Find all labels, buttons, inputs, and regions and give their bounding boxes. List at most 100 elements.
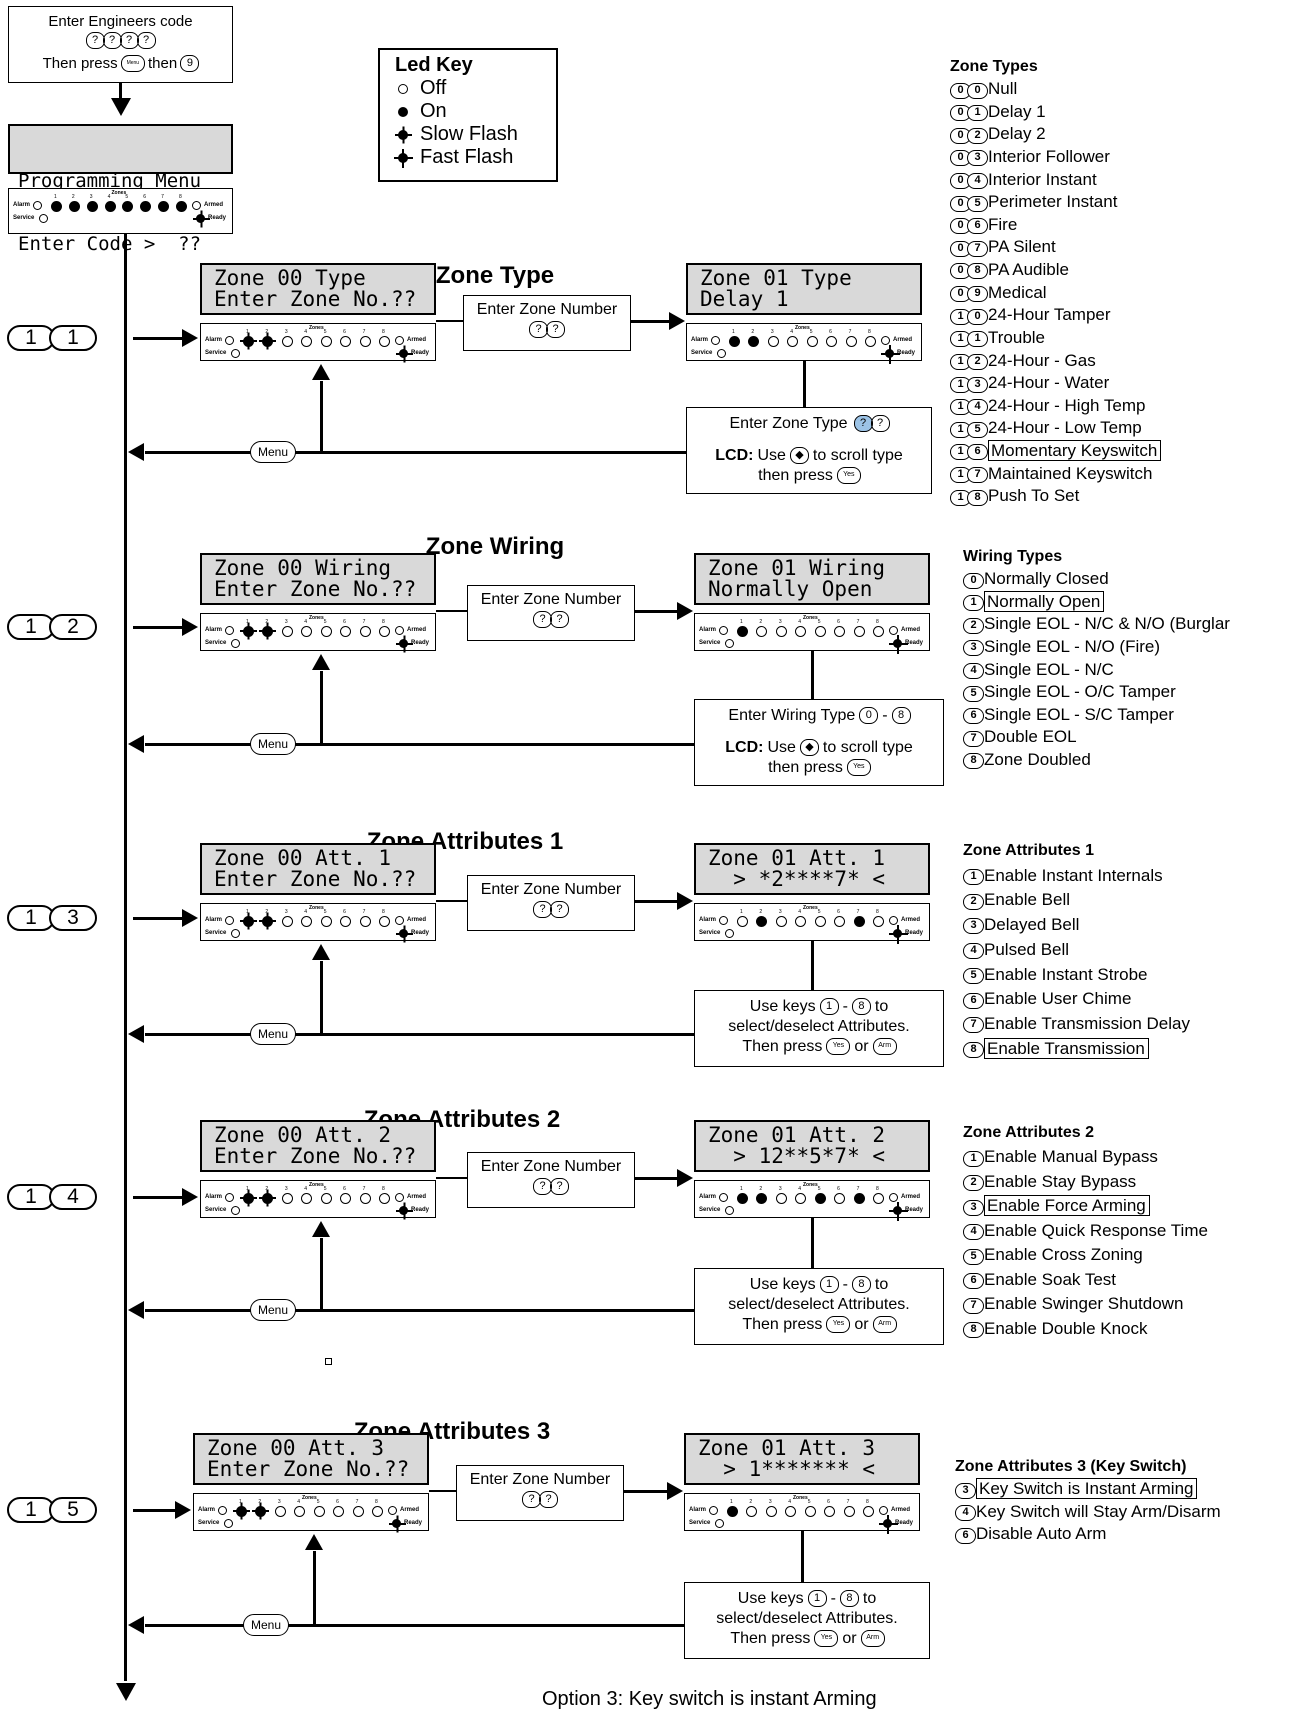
option-key-1[interactable]: 1 [7, 614, 55, 640]
zone-number: 6 [336, 1499, 339, 1505]
list-item-label: Enable Force Arming [984, 1195, 1150, 1217]
led-key-fast: Fast Flash [394, 146, 556, 169]
digit-key-icon: 7 [963, 730, 984, 747]
keypad-zones-label: Zones [309, 615, 324, 621]
arm-key-icon: Arm [872, 1316, 897, 1334]
option-key-1[interactable]: 1 [7, 325, 55, 351]
keypad-ready-label: Ready [404, 1520, 423, 1526]
keypad-armed-label: Armed [901, 1194, 921, 1200]
menu-key[interactable]: Menu [250, 441, 296, 463]
connector [436, 900, 467, 902]
alarm-led [33, 201, 42, 210]
keypad-zones-label: Zones [309, 905, 324, 911]
then-press-line: Then press Menu then 9 [9, 55, 232, 73]
list-item: 0606Fire [950, 214, 1161, 237]
key-one-icon: 1 [819, 998, 839, 1016]
zone-number: 6 [343, 619, 346, 625]
keypad-ready-label: Ready [208, 215, 227, 221]
zone-digit-key: ? [533, 611, 552, 629]
connector [811, 941, 814, 990]
zone-number-keys: ?? [468, 611, 634, 629]
list-item: 0404Interior Instant [950, 169, 1161, 192]
option-key-1[interactable]: 1 [7, 1184, 55, 1210]
keypad-armed-label: Armed [407, 1194, 427, 1200]
option-key-2[interactable]: 4 [49, 1184, 97, 1210]
option-key-2[interactable]: 2 [49, 614, 97, 640]
code-keys: 0 [963, 569, 984, 591]
zone-led-6 [834, 916, 846, 927]
option-key-1[interactable]: 1 [7, 1497, 55, 1523]
zone-led-3 [281, 626, 293, 637]
option-key-2[interactable]: 5 [49, 1497, 97, 1523]
option-key-1[interactable]: 1 [7, 905, 55, 931]
list-item: 121224-Hour - Gas [950, 350, 1161, 373]
list-item: 33Key Switch is Instant Arming [955, 1478, 1221, 1501]
digit-key-icon: 6 [967, 218, 988, 235]
zone-number: 4 [798, 1186, 802, 1192]
zone-digit-key: ? [546, 321, 565, 339]
zone-number: 2 [751, 329, 755, 335]
wiring-types-list: Wiring Types00Normally Closed11Normally … [963, 546, 1230, 772]
code-keys: 3 [963, 913, 984, 938]
menu-key[interactable]: Menu [250, 1299, 296, 1321]
return-up-arrow [312, 1221, 330, 1237]
zone-01-lcd: Zone 01 Att. 2 > 12**5*7* < [694, 1120, 930, 1172]
keypad-alarm-label: Alarm [699, 627, 717, 633]
zone-number: 8 [382, 1186, 385, 1192]
keypad-service-label: Service [699, 640, 721, 646]
list-item-label: 24-Hour - Low Temp [988, 418, 1142, 438]
code-keys: 8 [963, 1317, 984, 1341]
enter-zone-number-box: Enter Zone Number?? [467, 1152, 635, 1208]
zone-led-5 [320, 916, 332, 927]
zone-number: 7 [362, 329, 366, 335]
digit-key-icon: 4 [963, 943, 984, 960]
return-up-arrow [312, 654, 330, 670]
menu-key[interactable]: Menu [243, 1614, 289, 1636]
option-key-2[interactable]: 3 [49, 905, 97, 931]
list-item: 44Enable Quick Response Time [963, 1219, 1208, 1244]
alarm-led [719, 1193, 728, 1202]
zone-number: 4 [304, 1186, 308, 1192]
keypad-armed-label: Armed [901, 917, 921, 923]
keypad-alarm-label: Alarm [13, 202, 31, 208]
zone-led-8 [379, 626, 390, 637]
zone-led-4 [795, 916, 807, 927]
return-arrow-head [128, 1025, 144, 1043]
zone-number: 2 [759, 619, 763, 625]
option-key-2[interactable]: 1 [49, 325, 97, 351]
list-item-label: Maintained Keyswitch [988, 463, 1153, 483]
service-led [231, 639, 240, 648]
keypad-service-label: Service [205, 930, 227, 936]
list-item: 66Single EOL - S/C Tamper [963, 704, 1230, 727]
zone-led-3 [765, 1506, 777, 1517]
menu-key[interactable]: Menu [250, 1023, 296, 1045]
armed-led [395, 626, 404, 635]
connector [635, 1177, 678, 1180]
zone-number: 1 [740, 1186, 743, 1192]
keypad-zones-label: Zones [803, 615, 818, 621]
list-item-label: PA Silent [988, 237, 1056, 257]
list-item: 00Normally Closed [963, 568, 1230, 591]
zone-led-2 [252, 1506, 270, 1517]
list-item-label: Single EOL - S/C Tamper [984, 704, 1174, 724]
list-item-label: Medical [988, 282, 1047, 302]
zone-number: 7 [362, 909, 366, 915]
zone-number: 2 [71, 194, 75, 200]
code-digit-key: ? [85, 31, 105, 49]
list-item-label: Enable Instant Internals [984, 865, 1163, 885]
zone-number: 4 [790, 329, 794, 335]
menu-key[interactable]: Menu [250, 733, 296, 755]
zone-led-1 [240, 1193, 257, 1204]
